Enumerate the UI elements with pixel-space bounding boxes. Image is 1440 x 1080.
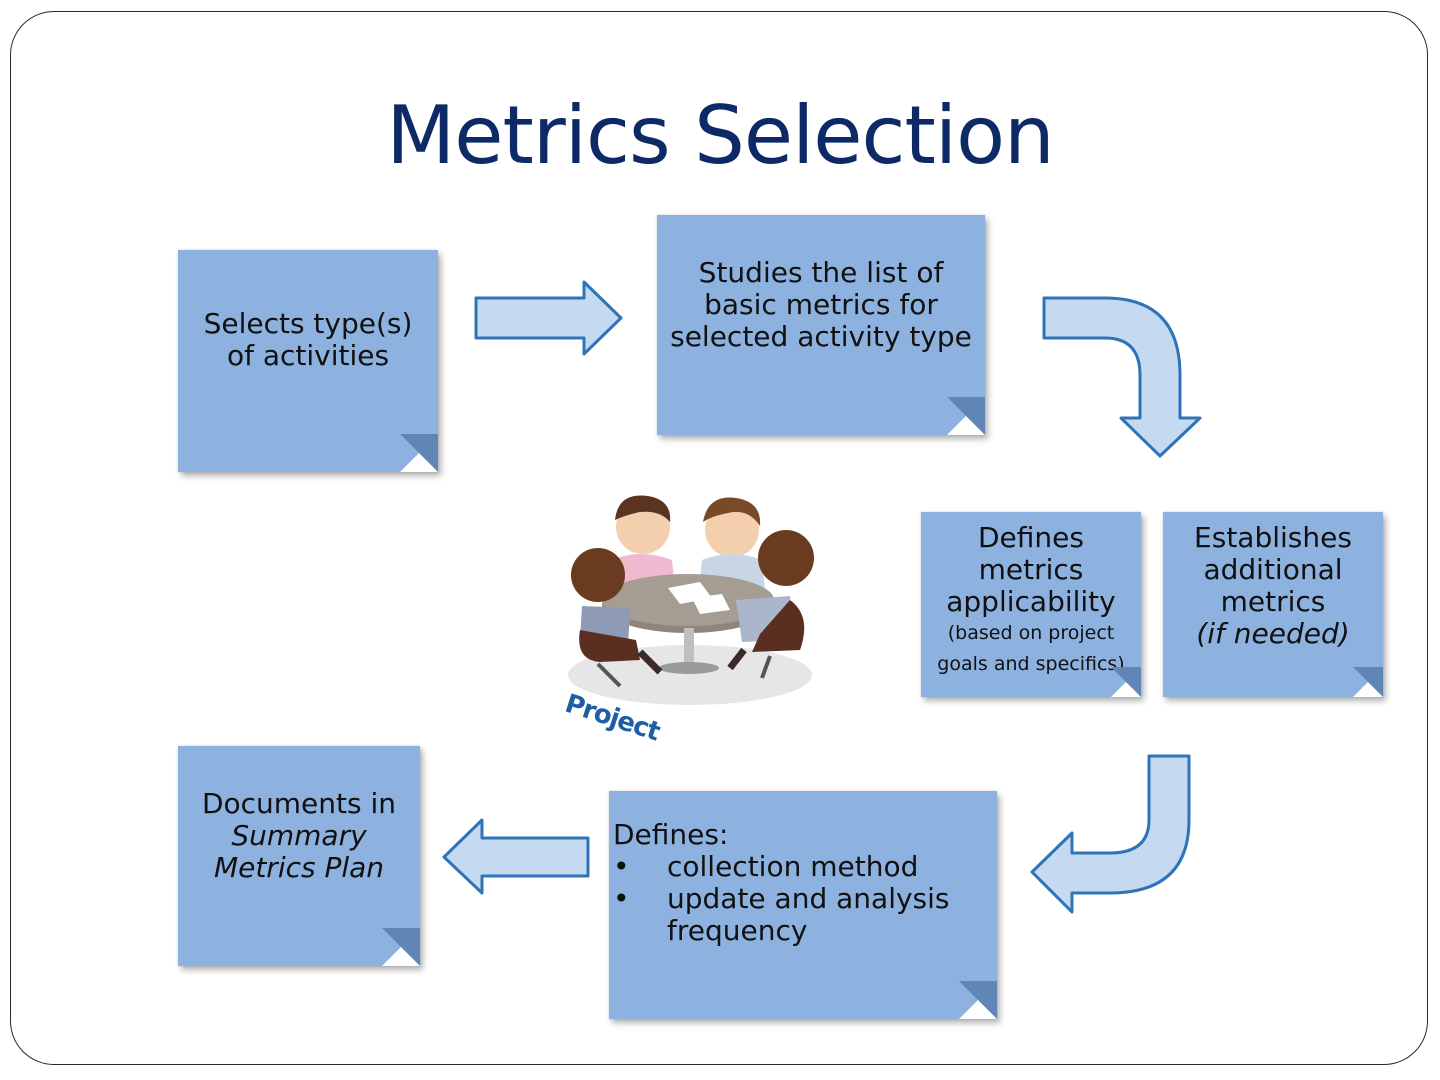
step-study-line2: basic metrics for [704,288,938,321]
step-collection-heading: Defines: [613,818,729,851]
list-item-continuation: frequency [613,915,807,947]
team-meeting-icon [568,495,814,705]
step-applicability-line2: metrics [978,553,1084,586]
page-title: Metrics Selection [386,89,1055,182]
step-select-line1: Selects type(s) [203,307,413,340]
step-applicability-line1: Defines [978,521,1084,554]
step-select-activity-types: Selects type(s) of activities [178,250,438,472]
step-establish-additional-metrics: Establishes additional metrics (if neede… [1163,512,1383,697]
step-documents-line3: Metrics Plan [213,851,385,884]
list-item: • update and analysis [613,883,950,915]
arrow-curve-left-icon [1030,754,1191,914]
step-establish-note: (if needed) [1196,617,1350,650]
step-study-line1: Studies the list of [698,256,944,289]
page-curl-shadow-icon [400,434,438,472]
page-curl-shadow-icon [382,928,420,966]
step-applicability-line3: applicability [946,585,1116,618]
step-establish-line1: Establishes [1194,521,1352,554]
list-item-text: update and analysis [667,882,950,915]
step-document-summary-plan: Documents in Summary Metrics Plan [178,746,420,966]
arrow-right-icon [474,280,623,356]
page-curl-shadow-icon [959,981,997,1019]
step-study-basic-metrics: Studies the list of basic metrics for se… [657,215,985,435]
step-documents-line1: Documents in [201,787,397,820]
arrow-curve-down-icon [1042,296,1202,458]
bullet-icon: • [613,850,630,883]
step-define-applicability: Defines metrics applicability (based on … [921,512,1141,697]
step-study-line3: selected activity type [670,320,972,353]
page-curl-shadow-icon [947,397,985,435]
step-applicability-note1: (based on project [947,622,1115,644]
list-item-text: frequency [667,914,808,947]
step-define-collection: Defines: • collection method • update and … [609,791,997,1019]
step-documents-line2: Summary [231,819,367,852]
page-curl-shadow-icon [1353,667,1383,697]
step-applicability-note2: goals and specifics) [937,653,1125,675]
page-curl-shadow-icon [1111,667,1141,697]
list-item: • collection method [613,851,918,883]
bullet-icon: • [613,882,630,915]
arrow-left-icon [442,818,590,895]
step-establish-line2: additional [1203,553,1343,586]
list-item-text: collection method [667,850,919,883]
step-establish-line3: metrics [1220,585,1326,618]
step-select-line2: of activities [226,339,390,372]
